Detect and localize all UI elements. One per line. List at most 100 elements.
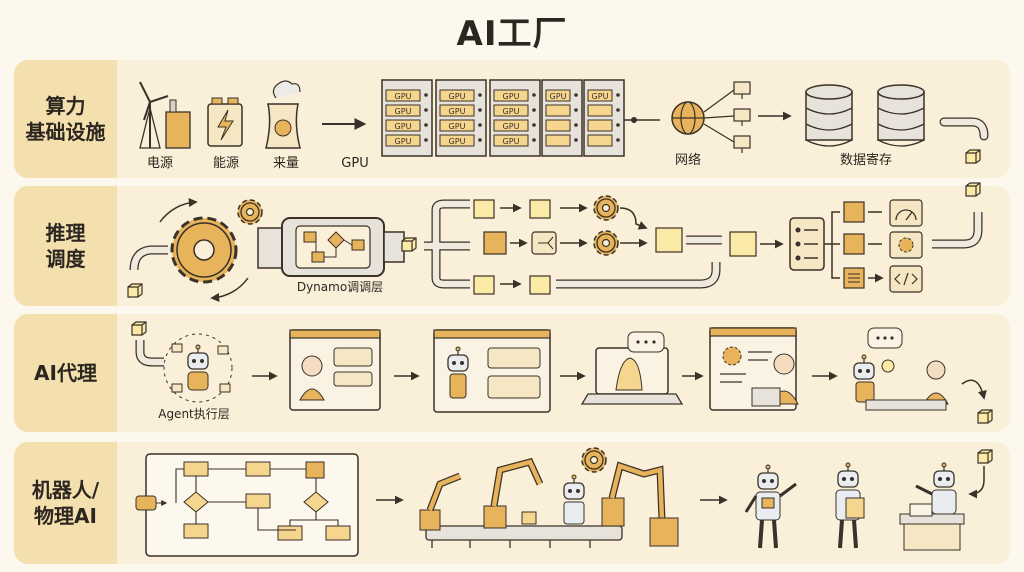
- token-icon: [977, 409, 993, 424]
- humanoid-robot-icon: [835, 462, 865, 549]
- gpu-chip-label: GPU: [503, 92, 520, 101]
- gpu-slot: [385, 119, 421, 132]
- gpu-slot: [545, 104, 571, 117]
- gpu-chip-label: GPU: [592, 92, 609, 101]
- token-box: [529, 199, 551, 219]
- band-label-line: 推理: [45, 221, 86, 245]
- robot-arm-assembly-line: [419, 447, 679, 548]
- gpu-slot: [439, 104, 475, 117]
- battery-icon: [207, 97, 243, 147]
- token-box: [473, 199, 495, 219]
- band-label-line: 基础设施: [25, 120, 106, 144]
- storage-cylinder-icon: [805, 84, 853, 147]
- dynamo-label: Dynamo调调层: [297, 280, 383, 294]
- gpu-chip-label: GPU: [449, 122, 466, 131]
- agent-label: Agent执行层: [158, 407, 230, 421]
- gpu-slot: [587, 134, 613, 147]
- token-box: [655, 227, 683, 253]
- gpu-rack-icon: GPU: [541, 79, 583, 157]
- band-label-robotics: 机器人/ 物理AI: [14, 442, 117, 564]
- pipe-branches: [424, 199, 470, 289]
- gpu-slot: [439, 119, 475, 132]
- output-box-icon: [843, 201, 865, 223]
- gpu-slot: [385, 89, 421, 102]
- token-box: [473, 275, 495, 295]
- token-icon: [127, 283, 143, 298]
- gpu-slot: [493, 119, 529, 132]
- token-icon: [131, 321, 147, 336]
- band-label-line: 机器人/: [31, 478, 100, 502]
- chat-window-robot: [433, 329, 551, 413]
- grid-block-icon: [483, 231, 507, 255]
- large-gear-icon: [159, 197, 249, 303]
- gpu-chip-label: GPU: [550, 92, 567, 101]
- gpu-chip-label: GPU: [395, 92, 412, 101]
- cooling-tower-icon: [265, 80, 301, 149]
- gear-icon: [593, 195, 619, 221]
- gpu-slot: [493, 89, 529, 102]
- dashboard-person-icon: [709, 327, 799, 411]
- humanoid-robot-desk-icon: [899, 462, 965, 551]
- band-label-line: AI代理: [34, 361, 97, 385]
- band-label-line: 物理AI: [34, 504, 97, 528]
- laptop-assistant-icon: [580, 331, 684, 405]
- gpu-chip-label: GPU: [503, 122, 520, 131]
- gpu-rack-icon: GPU GPU GPU GPU: [381, 79, 433, 157]
- band-label-agent: AI代理: [14, 314, 117, 432]
- gpu-slot: [493, 104, 529, 117]
- page-title: AI工厂: [456, 14, 568, 54]
- gpu-chip-label: GPU: [503, 107, 520, 116]
- band-label-inference: 推理 调度: [14, 186, 117, 306]
- gpu-slot: [545, 89, 571, 102]
- gpu-chip-label: GPU: [503, 137, 520, 146]
- network-globe-icon: [671, 101, 705, 135]
- chat-window-person: [289, 329, 381, 411]
- source-label: 来量: [273, 156, 299, 171]
- dynamo-engine-icon: [257, 217, 405, 277]
- storage-label: 数据寄存: [840, 152, 892, 168]
- token-box: [729, 231, 757, 257]
- gear-icon: [237, 199, 263, 225]
- storage-cylinder-icon: [877, 84, 925, 147]
- gpu-label: GPU: [341, 156, 368, 171]
- band-label-line: 调度: [45, 247, 86, 271]
- band-label-compute: 算力 基础设施: [14, 60, 117, 178]
- token-icon: [965, 149, 981, 164]
- pipe-row2-out: [932, 212, 982, 248]
- gpu-slot: [439, 89, 475, 102]
- band-label-line: 算力: [45, 94, 86, 118]
- power-plant-icon: [139, 81, 191, 149]
- flowchart-panel: [135, 453, 359, 557]
- gpu-chip-label: GPU: [449, 92, 466, 101]
- gpu-chip-label: GPU: [395, 137, 412, 146]
- gpu-chip-label: GPU: [395, 107, 412, 116]
- gear-icon: [581, 447, 607, 473]
- gear-icon: [593, 230, 619, 256]
- gpu-rack-icon: GPU GPU GPU GPU: [489, 79, 541, 157]
- agent-robot-icon: [163, 333, 233, 403]
- gpu-chip-label: GPU: [395, 122, 412, 131]
- gpu-rack-icon: GPU: [583, 79, 625, 157]
- gpu-chip-label: GPU: [449, 107, 466, 116]
- token-icon: [977, 449, 993, 464]
- gpu-slot: [587, 119, 613, 132]
- energy-label: 能源: [213, 156, 239, 171]
- human-robot-collab-icon: [853, 327, 949, 411]
- gauge-icon: [889, 199, 923, 227]
- gpu-slot: [385, 104, 421, 117]
- gpu-slot: [439, 134, 475, 147]
- token-icon: [965, 182, 981, 197]
- gpu-slot: [587, 104, 613, 117]
- gpu-slot: [493, 134, 529, 147]
- network-label: 网络: [675, 152, 701, 168]
- gpu-slot: [545, 119, 571, 132]
- pipe-row1-out: [940, 118, 988, 140]
- token-icon: [401, 237, 417, 252]
- humanoid-robot-icon: [744, 464, 797, 549]
- pipe-row2-in: [130, 246, 168, 271]
- gpu-slot: [385, 134, 421, 147]
- network-computer-icons: [703, 81, 751, 153]
